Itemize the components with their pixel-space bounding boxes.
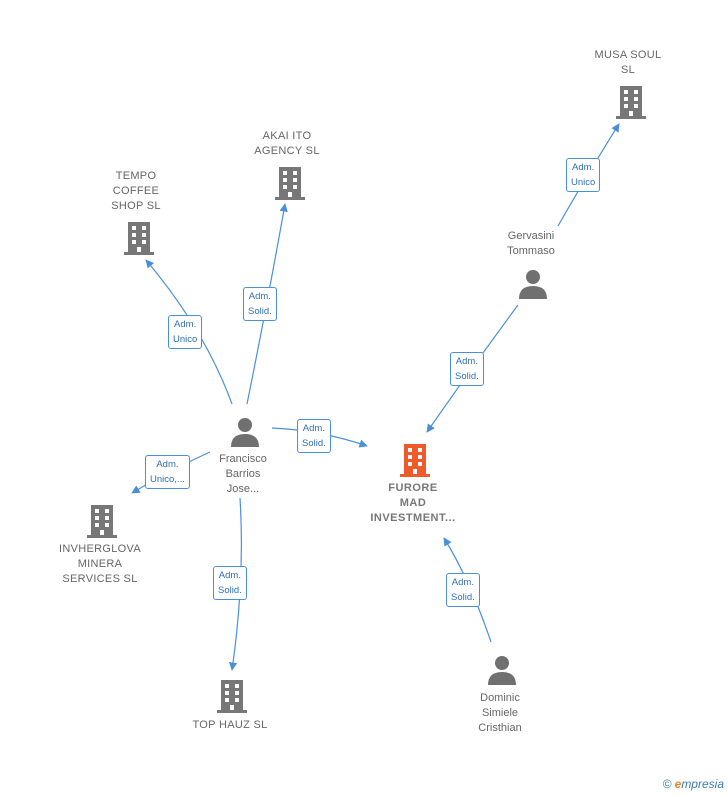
building-icon[interactable] xyxy=(616,86,646,119)
copyright-icon: © xyxy=(662,777,672,791)
edge-label-dominic-furore[interactable]: Adm. Solid. xyxy=(446,573,480,607)
focus-building-icon[interactable] xyxy=(400,444,430,477)
node-label-francisco[interactable]: Francisco Barrios Jose... xyxy=(219,453,267,495)
person-icon[interactable] xyxy=(488,656,516,685)
edge-label-francisco-tophauz[interactable]: Adm. Solid. xyxy=(213,566,247,600)
node-label-akai-ito[interactable]: AKAI ITO AGENCY SL xyxy=(254,130,320,157)
person-icon[interactable] xyxy=(231,418,259,447)
building-icon[interactable] xyxy=(275,167,305,200)
node-label-top-hauz[interactable]: TOP HAUZ SL xyxy=(192,719,268,731)
building-icon[interactable] xyxy=(124,222,154,255)
node-label-musa-soul[interactable]: MUSA SOUL SL xyxy=(594,49,662,76)
person-icon[interactable] xyxy=(519,270,547,299)
node-label-furore[interactable]: FURORE MAD INVESTMENT... xyxy=(370,482,456,524)
node-label-tempo-coffee[interactable]: TEMPO COFFEE SHOP SL xyxy=(111,170,161,212)
building-icon[interactable] xyxy=(87,505,117,538)
edge-label-francisco-invherglova[interactable]: Adm. Unico,... xyxy=(145,455,190,489)
building-icon[interactable] xyxy=(217,680,247,713)
edges xyxy=(131,123,620,671)
node-label-dominic[interactable]: Dominic Simiele Cristhian xyxy=(478,692,522,734)
node-label-gervasini[interactable]: Gervasini Tommaso xyxy=(507,230,555,257)
brand-initial: e xyxy=(674,777,682,791)
edge-label-francisco-akai[interactable]: Adm. Solid. xyxy=(243,287,277,321)
edge-label-gervasini-furore[interactable]: Adm. Solid. xyxy=(450,352,484,386)
empresia-logo[interactable]: ©empresia xyxy=(663,777,724,791)
node-label-invherglova[interactable]: INVHERGLOVA MINERA SERVICES SL xyxy=(59,543,141,585)
edge-label-francisco-tempo[interactable]: Adm. Unico xyxy=(168,315,203,349)
brand-name: mpresia xyxy=(681,777,724,791)
edge-label-gervasini-musa[interactable]: Adm. Unico xyxy=(566,158,601,192)
edge-label-francisco-furore[interactable]: Adm. Solid. xyxy=(297,419,331,453)
